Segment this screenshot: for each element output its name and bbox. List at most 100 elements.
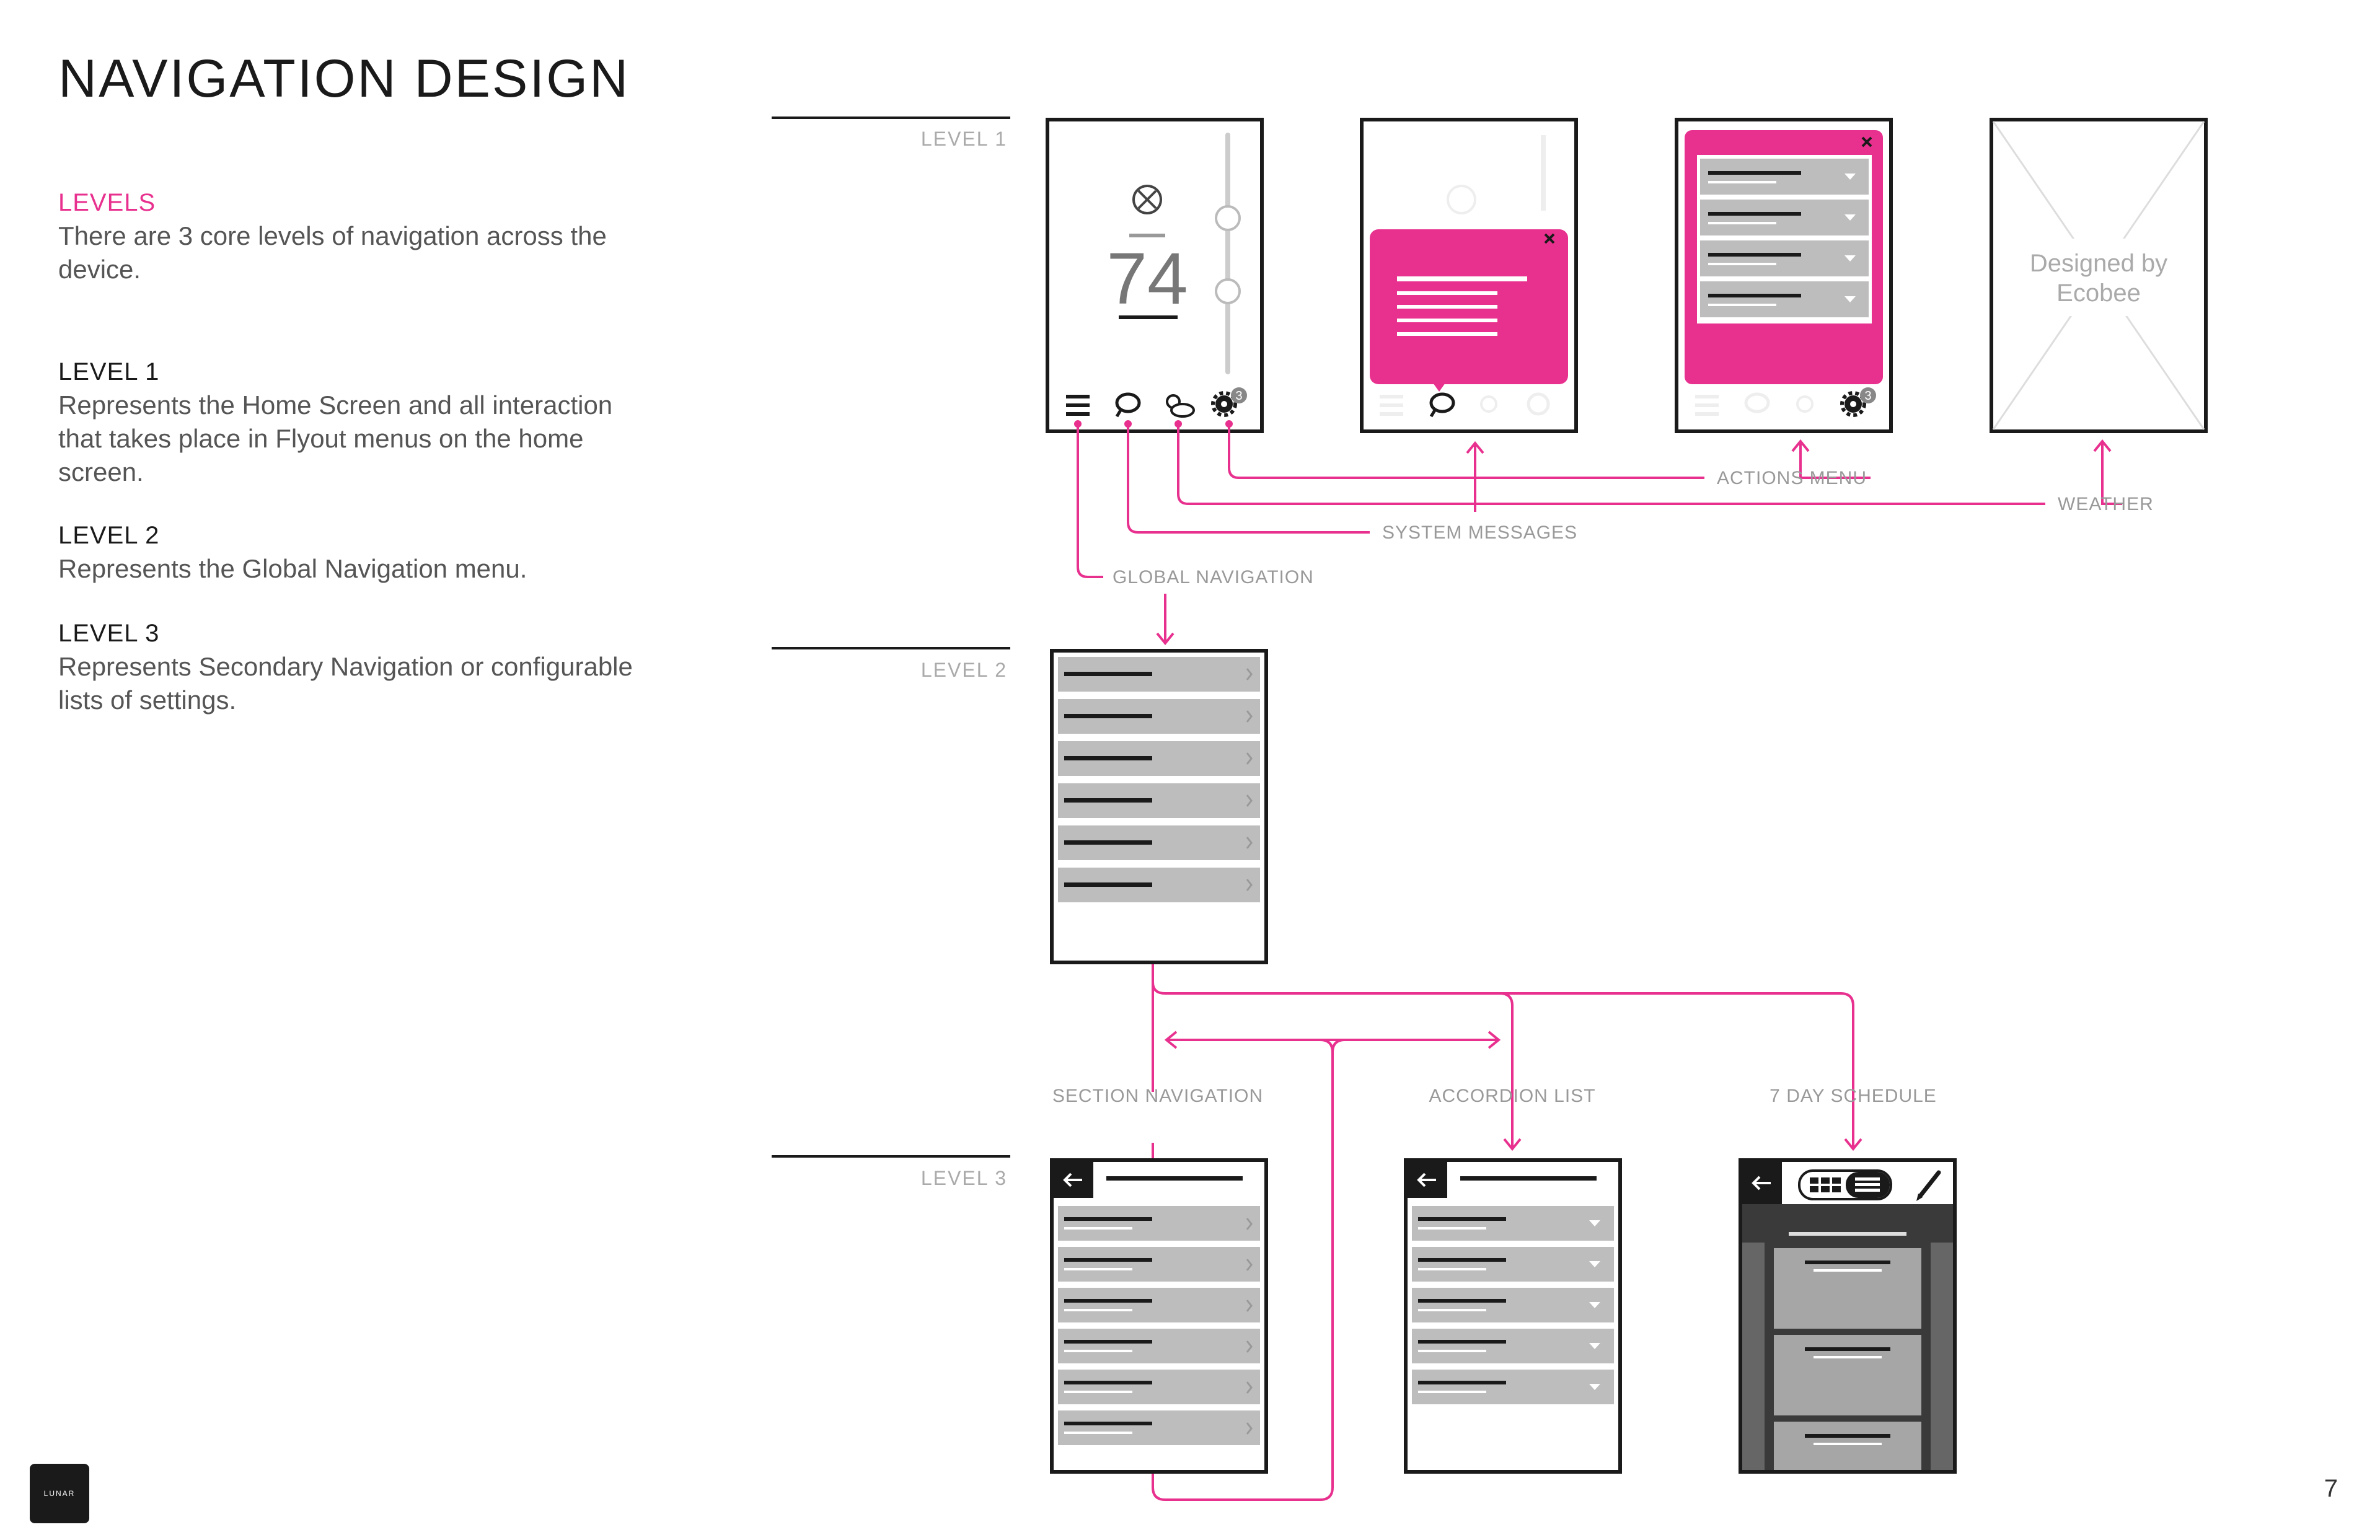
gear-icon[interactable]: 3	[1840, 387, 1876, 417]
chevron-right-icon	[1246, 1218, 1253, 1230]
level3-section: LEVEL 3 Represents Secondary Navigation …	[58, 620, 641, 717]
dropdown-row[interactable]	[1700, 159, 1869, 195]
chevron-right-icon	[1246, 1259, 1253, 1271]
actions-menu-label: ACTIONS MENU	[1717, 468, 1867, 488]
temperature-readout: 74	[1106, 238, 1188, 320]
level2-heading: LEVEL 2	[58, 522, 160, 549]
caret-down-icon	[1844, 296, 1856, 302]
section-navigation-screen	[1050, 1158, 1268, 1474]
system-messages-screen	[1360, 118, 1578, 433]
accordion-row[interactable]	[1412, 1288, 1614, 1322]
schedule-block[interactable]	[1774, 1422, 1921, 1470]
weather-screen: Designed by Ecobee	[1990, 118, 2208, 433]
level3-text: Represents Secondary Navigation or confi…	[58, 652, 633, 715]
weather-placeholder-line1: Designed by	[2030, 250, 2167, 277]
dropdown-row[interactable]	[1700, 200, 1869, 235]
list-item[interactable]	[1058, 1247, 1260, 1282]
list-item[interactable]	[1058, 1410, 1260, 1445]
global-nav-list	[1058, 657, 1260, 902]
level1-connectors	[1074, 420, 2122, 646]
level2-text: Represents the Global Navigation menu.	[58, 554, 527, 583]
back-arrow-icon	[1063, 1173, 1082, 1187]
page-title: NAVIGATION DESIGN	[58, 49, 630, 108]
accordion-row[interactable]	[1412, 1247, 1614, 1282]
chat-icon[interactable]	[1115, 392, 1141, 418]
gear-icon[interactable]: 3	[1211, 387, 1247, 417]
notification-badge: 3	[1235, 389, 1242, 403]
weather-icon[interactable]	[1166, 394, 1195, 418]
accordion-row[interactable]	[1412, 1370, 1614, 1404]
chevron-right-icon	[1246, 837, 1253, 849]
actions-menu-screen: 3	[1675, 118, 1893, 433]
lunar-logo: LUNAR	[30, 1464, 89, 1523]
caret-down-icon	[1844, 255, 1856, 262]
global-navigation-label: GLOBAL NAVIGATION	[1113, 567, 1314, 587]
system-messages-label: SYSTEM MESSAGES	[1382, 522, 1577, 543]
level1-label: LEVEL 1	[921, 128, 1007, 150]
level2-section: LEVEL 2 Represents the Global Navigation…	[58, 522, 641, 586]
actions-dropdown-list	[1700, 159, 1869, 317]
schedule-block[interactable]	[1774, 1248, 1921, 1329]
close-icon[interactable]	[1544, 233, 1555, 244]
chat-icon[interactable]	[1429, 392, 1455, 418]
back-arrow-icon	[1417, 1173, 1436, 1187]
seven-day-schedule-label: 7 DAY SCHEDULE	[1770, 1086, 1937, 1106]
levels-section: LEVELS There are 3 core levels of naviga…	[58, 189, 641, 286]
level1-text: Represents the Home Screen and all inter…	[58, 390, 613, 486]
accordion-row[interactable]	[1412, 1206, 1614, 1241]
chevron-right-icon	[1246, 668, 1253, 680]
levels-heading: LEVELS	[58, 189, 156, 216]
grid-icon[interactable]	[1810, 1177, 1841, 1192]
chevron-right-icon	[1246, 879, 1253, 891]
section-navigation-label: SECTION NAVIGATION	[1052, 1086, 1263, 1106]
weather-placeholder-line2: Ecobee	[2056, 279, 2141, 307]
chevron-right-icon	[1246, 1381, 1253, 1394]
dropdown-row[interactable]	[1700, 240, 1869, 276]
level3-label: LEVEL 3	[921, 1167, 1007, 1189]
level2-connectors	[1152, 964, 1862, 1501]
section-nav-list	[1058, 1206, 1260, 1445]
pencil-icon[interactable]	[1916, 1170, 1941, 1201]
level2-label: LEVEL 2	[921, 659, 1007, 681]
accordion-row[interactable]	[1412, 1329, 1614, 1363]
chevron-right-icon	[1246, 1422, 1253, 1435]
caret-down-icon	[1589, 1343, 1600, 1349]
list-item[interactable]	[1058, 1206, 1260, 1241]
caret-down-icon	[1589, 1220, 1600, 1226]
chevron-right-icon	[1246, 752, 1253, 765]
view-toggle	[1798, 1169, 1892, 1200]
caret-down-icon	[1589, 1261, 1600, 1267]
accordion-list-screen	[1404, 1158, 1622, 1474]
accordion-list-label: ACCORDION LIST	[1429, 1086, 1595, 1106]
chevron-right-icon	[1246, 794, 1253, 807]
level1-heading: LEVEL 1	[58, 358, 160, 385]
page-number: 7	[2324, 1475, 2338, 1502]
home-screen: 74 3	[1046, 118, 1264, 433]
level1-section: LEVEL 1 Represents the Home Screen and a…	[58, 358, 641, 489]
seven-day-schedule-screen	[1739, 1158, 1957, 1474]
caret-down-icon	[1589, 1384, 1600, 1390]
menu-icon[interactable]	[1066, 395, 1090, 416]
notification-badge: 3	[1864, 389, 1871, 403]
list-item[interactable]	[1058, 1370, 1260, 1404]
levels-text: There are 3 core levels of navigation ac…	[58, 221, 607, 284]
mode-off-icon	[1132, 185, 1162, 214]
list-item[interactable]	[1058, 1288, 1260, 1322]
caret-down-icon	[1844, 174, 1856, 180]
back-arrow-icon	[1752, 1176, 1771, 1190]
chevron-right-icon	[1246, 1340, 1253, 1353]
chevron-right-icon	[1246, 1300, 1253, 1312]
level3-heading: LEVEL 3	[58, 620, 160, 647]
schedule-block[interactable]	[1774, 1335, 1921, 1415]
weather-label: WEATHER	[2058, 494, 2154, 514]
global-navigation-screen	[1050, 649, 1268, 964]
chevron-right-icon	[1246, 710, 1253, 723]
accordion-items	[1412, 1206, 1614, 1404]
caret-down-icon	[1844, 214, 1856, 221]
dropdown-row[interactable]	[1700, 281, 1869, 317]
caret-down-icon	[1589, 1302, 1600, 1308]
list-item[interactable]	[1058, 1329, 1260, 1363]
list-icon[interactable]	[1855, 1177, 1880, 1192]
close-icon[interactable]	[1861, 136, 1872, 147]
